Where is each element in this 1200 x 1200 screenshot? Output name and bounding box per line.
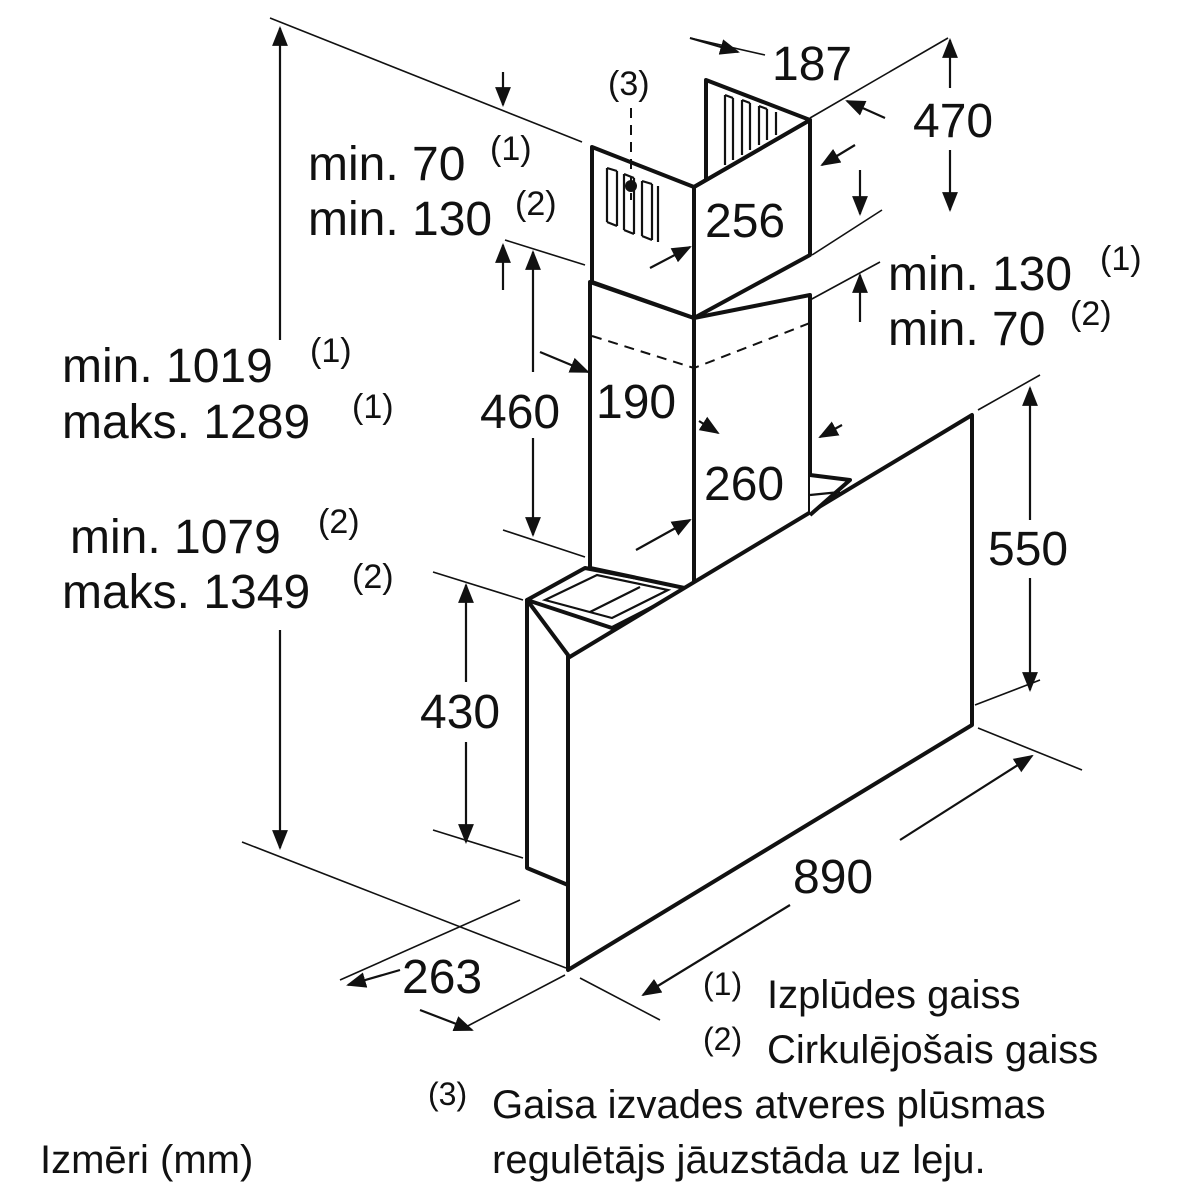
dimension-lines [272,26,1038,1032]
overall-height-exhaust-max: maks. 1289 [62,396,310,449]
dim-460: 460 [480,386,560,439]
svg-text:(1): (1) [1100,240,1142,278]
legend-text-2: Cirkulējošais gaiss [767,1028,1098,1072]
dimension-labels: 187 470 256 190 460 260 550 430 890 263 … [62,38,1142,1004]
clearance-top-left-line2: min. 130 [308,193,492,246]
legend-text-3b: regulētājs jāuzstāda uz leju. [492,1138,986,1182]
dim-550: 550 [988,523,1068,576]
svg-text:(1): (1) [352,388,394,426]
legend-text-1: Izplūdes gaiss [767,973,1020,1017]
lower-chimney [588,280,696,592]
dim-256: 256 [705,195,785,248]
clearance-top-left-line1: min. 70 [308,138,465,191]
clearance-top-right-line1: min. 130 [888,248,1072,301]
callout-3: (3) [608,65,650,103]
overall-height-recirc-max: maks. 1349 [62,566,310,619]
overall-height-exhaust-min: min. 1019 [62,340,273,393]
clearance-top-right-line2: min. 70 [888,303,1045,356]
svg-text:(2): (2) [515,185,557,223]
dim-430: 430 [420,686,500,739]
legend-text-3: Gaisa izvades atveres plūsmas [492,1083,1046,1127]
hood-geometry [525,78,974,972]
legend: (1) Izplūdes gaiss (2) Cirkulējošais gai… [428,966,1098,1182]
vent-grille-right [723,93,784,165]
dim-263: 263 [402,951,482,1004]
svg-text:(2): (2) [1070,295,1112,333]
dim-890: 890 [793,851,873,904]
glass-canopy [566,413,974,972]
vent-grille-left [605,166,660,242]
dim-187: 187 [772,38,852,91]
svg-text:(1): (1) [490,130,532,168]
overall-height-recirc-min: min. 1079 [70,511,281,564]
legend-mark-3: (3) [428,1076,467,1112]
dim-260: 260 [704,458,784,511]
units-caption: Izmēri (mm) [40,1138,253,1182]
svg-text:(2): (2) [352,558,394,596]
svg-text:(1): (1) [310,332,352,370]
extension-lines [241,17,1083,1031]
dim-190: 190 [596,376,676,429]
legend-mark-1: (1) [703,966,742,1002]
hood-body [525,598,570,887]
svg-text:(2): (2) [318,503,360,541]
dim-470: 470 [913,95,993,148]
legend-mark-2: (2) [703,1021,742,1057]
